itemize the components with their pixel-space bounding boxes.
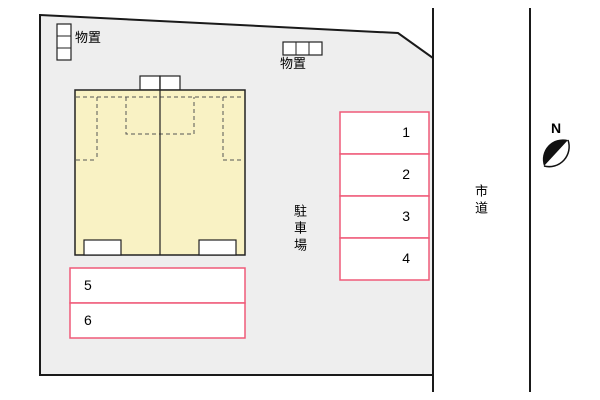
parking-space-5-number: 5 — [84, 277, 92, 293]
parking-space-6 — [69, 302, 246, 339]
north-compass — [542, 139, 570, 168]
parking-space-1 — [339, 111, 430, 155]
building-stair-right — [159, 75, 181, 91]
parking-space-4 — [339, 237, 430, 281]
shed-1-label: 物置 — [75, 30, 102, 45]
shed-2 — [282, 41, 323, 56]
north-label: N — [551, 120, 562, 136]
compass-needle-filled — [542, 139, 568, 166]
parking-space-3-number: 3 — [402, 208, 410, 224]
building-layout-dashed-left — [76, 97, 98, 161]
shed-1-body — [56, 23, 72, 61]
parking-space-4-number: 4 — [402, 250, 410, 266]
parking-space-5 — [69, 267, 246, 304]
shed-2-label: 物置 — [280, 56, 307, 71]
building-porch-left — [83, 239, 122, 256]
parking-bottom-rows — [69, 267, 246, 339]
parking-space-2-number: 2 — [402, 166, 410, 182]
building-layout-dashed-right — [222, 97, 244, 161]
shed-1 — [56, 23, 72, 61]
building-porch-right — [198, 239, 237, 256]
shed-2-body — [282, 41, 323, 56]
road-label: 市道 — [473, 184, 488, 218]
parking-space-3 — [339, 195, 430, 239]
building — [74, 75, 246, 256]
building-stair-left — [139, 75, 161, 91]
parking-space-6-number: 6 — [84, 312, 92, 328]
parking-right-column — [339, 111, 430, 281]
compass-needle-outline — [543, 139, 570, 168]
parking-space-1-number: 1 — [402, 124, 410, 140]
parking-lot-label: 駐車場 — [292, 204, 307, 255]
